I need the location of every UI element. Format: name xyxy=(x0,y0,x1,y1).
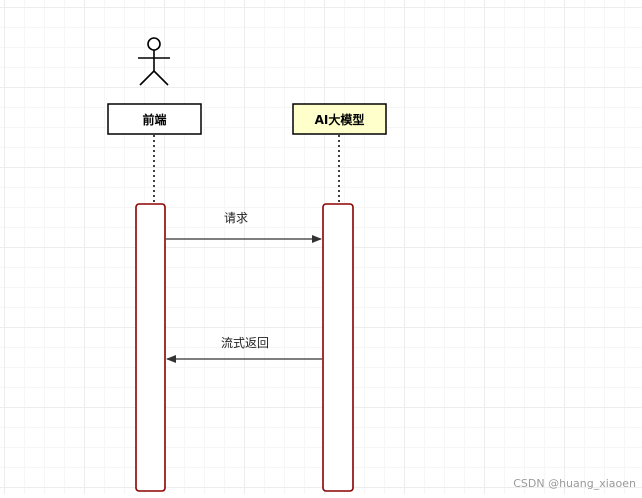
participant-frontend-box xyxy=(107,103,202,135)
participant-model-label: AI大模型 xyxy=(315,112,365,127)
message-stream-return-label: 流式返回 xyxy=(221,336,269,350)
message-request-label: 请求 xyxy=(224,211,248,225)
participant-frontend-label: 前端 xyxy=(142,112,166,127)
activation-bar-model[interactable] xyxy=(322,203,354,492)
message-stream-return[interactable]: 流式返回 xyxy=(166,336,322,363)
participant-frontend[interactable]: 前端 xyxy=(107,103,202,135)
actor-icon xyxy=(138,37,170,86)
watermark-text: CSDN @huang_xiaoen xyxy=(513,477,636,490)
participant-model-box xyxy=(292,103,387,135)
activation-bar-frontend[interactable] xyxy=(135,203,166,492)
message-request[interactable]: 请求 xyxy=(166,211,322,243)
participant-model[interactable]: AI大模型 xyxy=(292,103,387,135)
